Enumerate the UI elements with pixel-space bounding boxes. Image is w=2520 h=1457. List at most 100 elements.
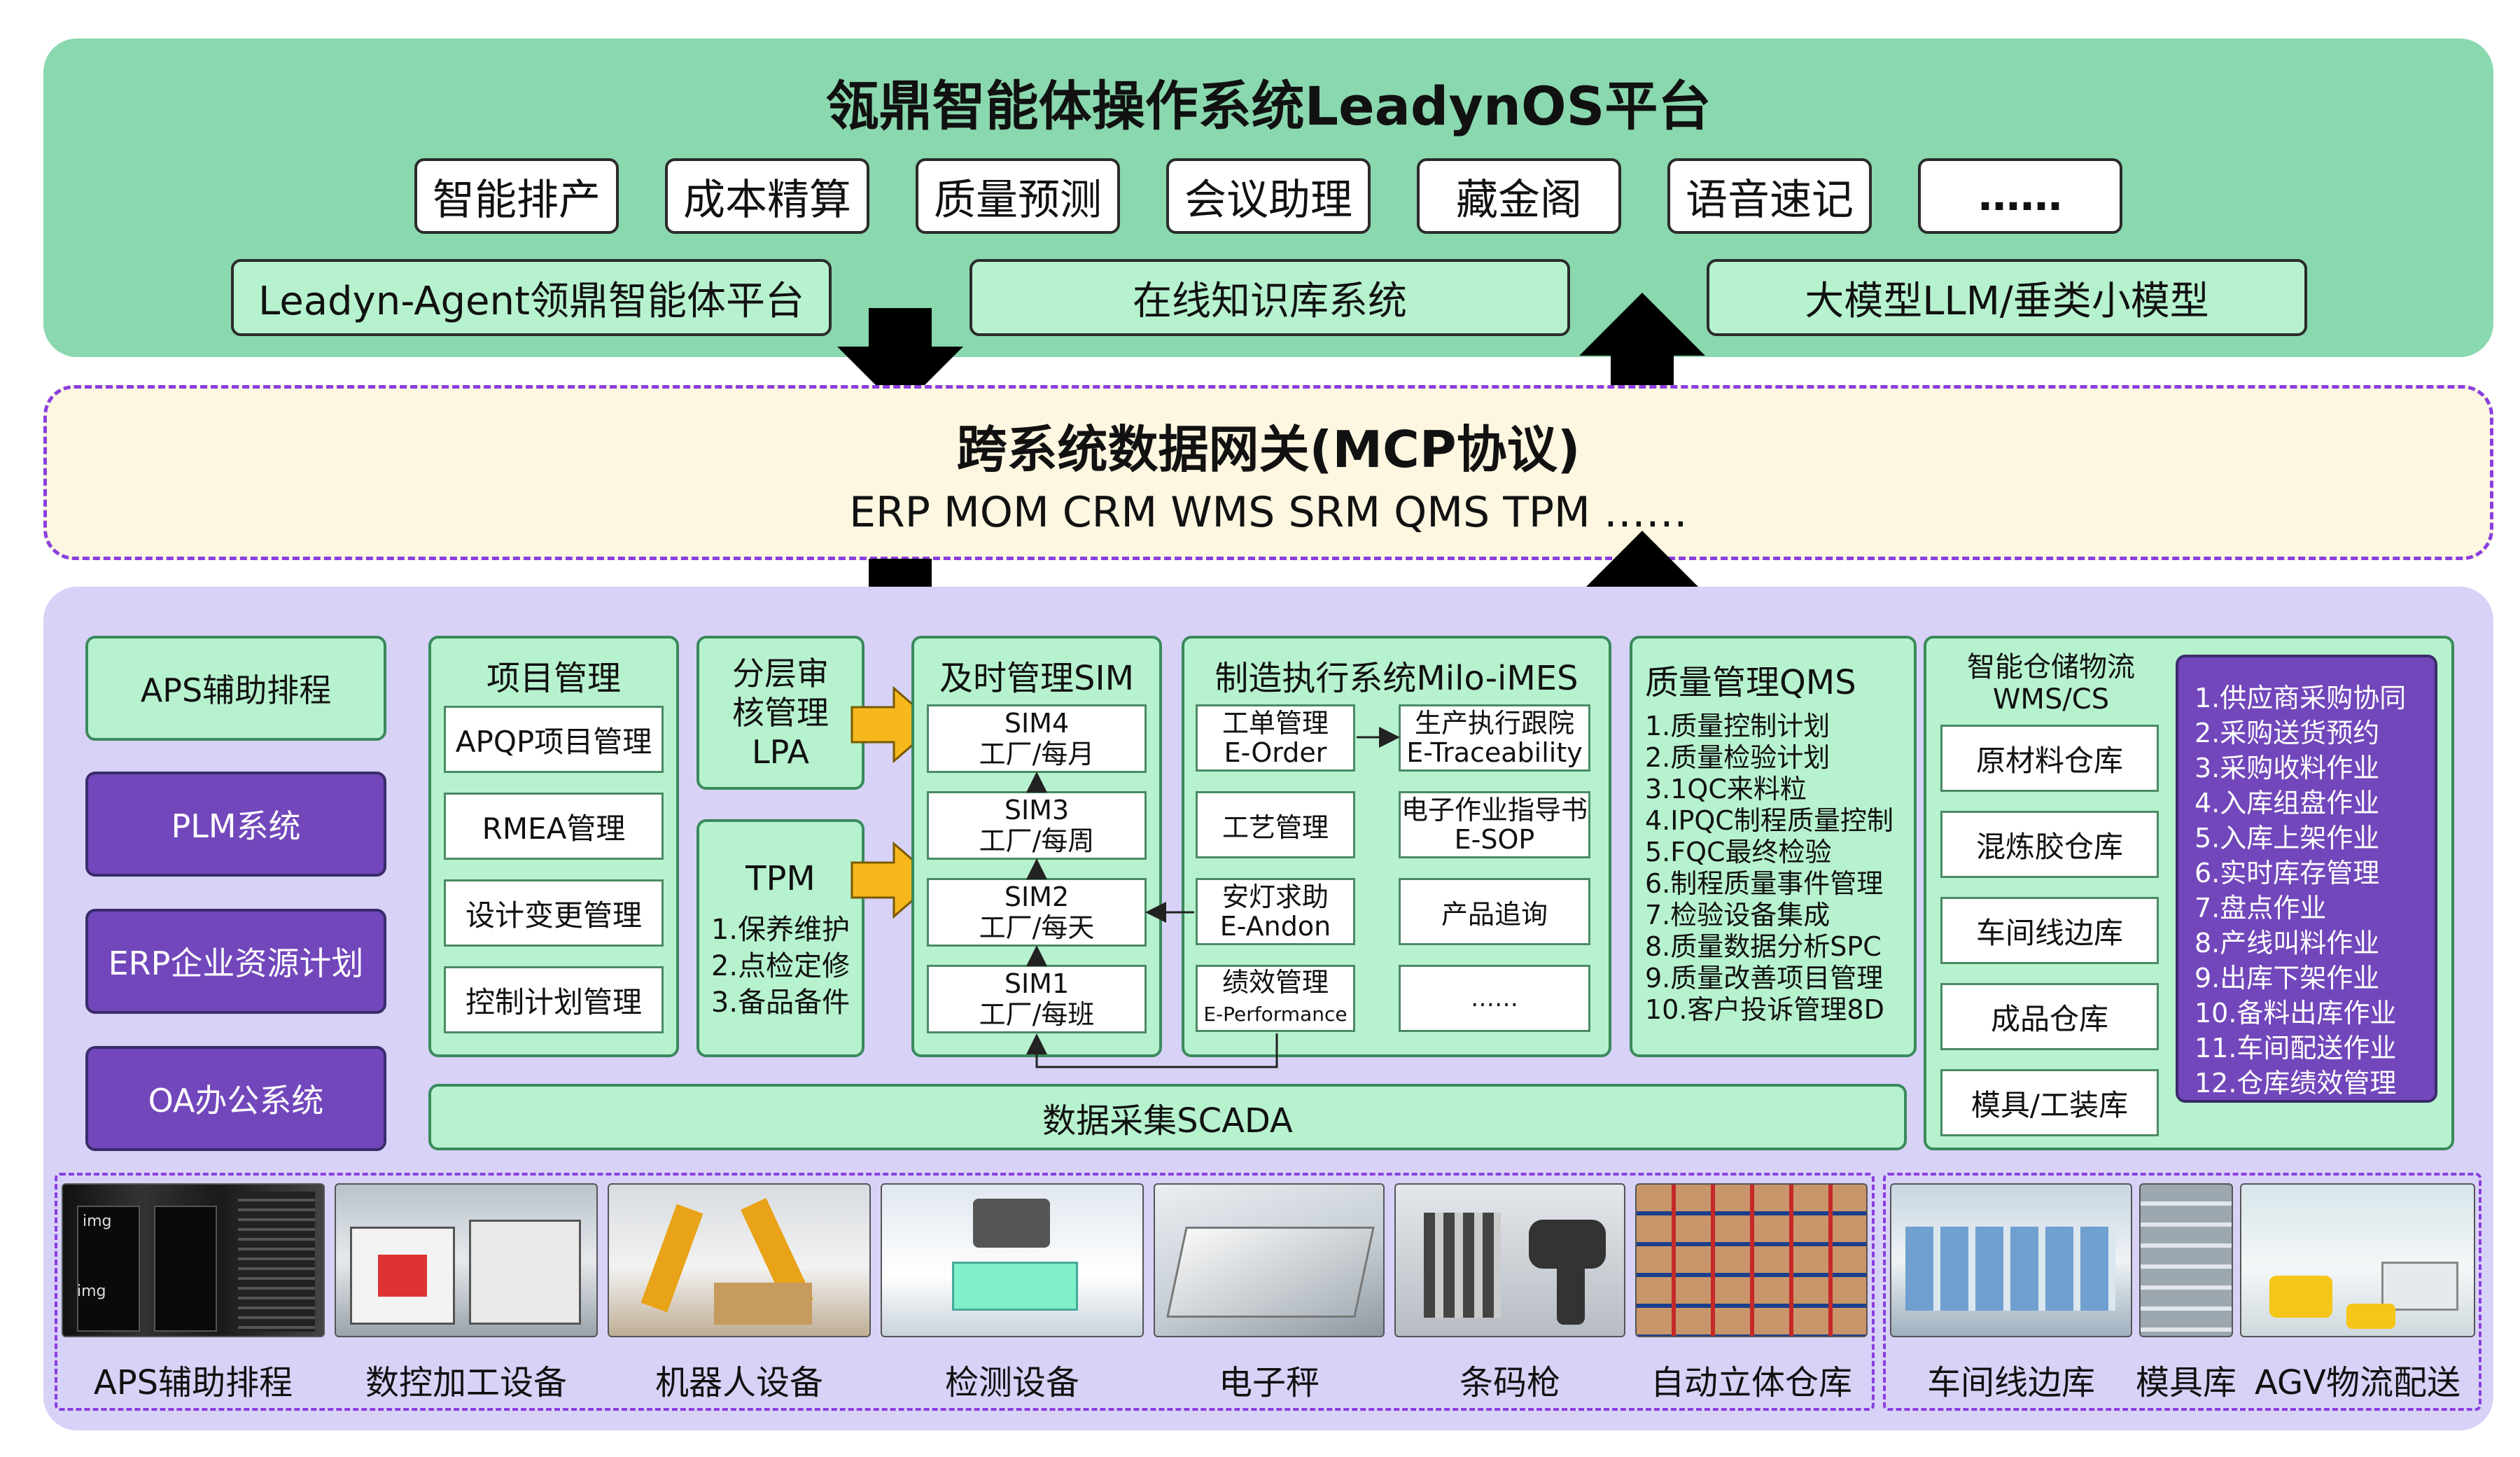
electronic-scale-image [1154, 1183, 1385, 1337]
automated-warehouse-image [1635, 1183, 1868, 1337]
sim1-cell[interactable]: SIM1 工厂/每班 [927, 965, 1147, 1033]
lpa-box[interactable]: 分层审核管理LPA [696, 636, 864, 790]
gateway-systems: ERP MOM CRM WMS SRM QMS TPM …… [849, 488, 1688, 537]
oa-system[interactable]: OA办公系统 [85, 1046, 386, 1151]
gateway-title: 跨系统数据网关(MCP协议) [956, 420, 1581, 479]
raw-material-warehouse[interactable]: 原材料仓库 [1940, 725, 2159, 792]
mes-cell-l1: 安灯求助 [1222, 881, 1329, 912]
mes-cell-l2: E-Traceability [1406, 737, 1583, 768]
mold-storage-image [2139, 1183, 2233, 1337]
design-change-item[interactable]: 设计变更管理 [444, 879, 664, 947]
aps-system[interactable]: APS辅助排程 [85, 636, 386, 741]
qms-item: 2.质量检验计划 [1645, 742, 1830, 773]
rack-logo: img [83, 1213, 112, 1230]
tpm-item: 2.点检定修 [710, 950, 850, 982]
e-order-cell[interactable]: 工单管理 E-Order [1196, 704, 1355, 772]
line-side-storage-image [1890, 1183, 2132, 1337]
e-sop-cell[interactable]: 电子作业指导书 E-SOP [1399, 791, 1590, 858]
leadyn-agent-platform[interactable]: Leadyn-Agent领鼎智能体平台 [231, 259, 832, 336]
rack-logo: img [77, 1283, 106, 1300]
qms-item: 10.客户投诉管理8D [1645, 994, 1884, 1025]
wms-op-item: 5.入库上架作业 [2194, 823, 2380, 853]
module-quality-prediction[interactable]: 质量预测 [916, 158, 1120, 234]
arrow-up-icon [1579, 293, 1705, 356]
platform-title: 瓴鼎智能体操作系统LeadynOS平台 [825, 75, 1712, 137]
mes-cell-l1: 产品追询 [1441, 898, 1548, 930]
qms-item: 9.质量改善项目管理 [1645, 963, 1884, 994]
mes-more-cell[interactable]: …… [1399, 965, 1590, 1032]
qms-item: 3.1QC来料粒 [1645, 774, 1807, 804]
lpa-title: 分层审核管理LPA [732, 655, 829, 771]
wms-op-item: 7.盘点作业 [2194, 893, 2327, 923]
module-cangjinge[interactable]: 藏金阁 [1417, 158, 1621, 234]
wms-title: 智能仓储物流 WMS/CS [1932, 650, 2170, 717]
module-voice-notes[interactable]: 语音速记 [1667, 158, 1872, 234]
tpm-item: 1.保养维护 [710, 914, 850, 946]
rubber-warehouse[interactable]: 混炼胶仓库 [1940, 811, 2159, 878]
sim-level-name: SIM3 [1004, 795, 1070, 825]
scada-bar[interactable]: 数据采集SCADA [428, 1084, 1907, 1150]
cnc-machine-image [335, 1183, 598, 1337]
llm-vertical-models[interactable]: 大模型LLM/垂类小模型 [1707, 259, 2307, 336]
online-knowledge-base[interactable]: 在线知识库系统 [969, 259, 1570, 336]
qms-item: 8.质量数据分析SPC [1645, 931, 1882, 962]
rmea-item[interactable]: RMEA管理 [444, 793, 664, 860]
equipment-caption: 机器人设备 [654, 1363, 823, 1402]
qms-title: 质量管理QMS [1645, 663, 1856, 702]
e-traceability-cell[interactable]: 生产执行跟院 E-Traceability [1399, 704, 1590, 772]
control-plan-item[interactable]: 控制计划管理 [444, 966, 664, 1033]
sim3-cell[interactable]: SIM3 工厂/每周 [927, 791, 1147, 860]
server-rack-image: img img [62, 1183, 325, 1337]
wms-op-item: 4.入库组盘作业 [2194, 788, 2380, 818]
mes-cell-l1: 生产执行跟院 [1414, 708, 1574, 739]
plm-system[interactable]: PLM系统 [85, 772, 386, 877]
module-cost-accounting[interactable]: 成本精算 [665, 158, 869, 234]
equipment-caption: 条码枪 [1459, 1363, 1560, 1402]
project-management-title: 项目管理 [486, 659, 621, 698]
tpm-box[interactable] [696, 819, 864, 1057]
tpm-title: TPM [746, 859, 816, 898]
module-meeting-assistant[interactable]: 会议助理 [1166, 158, 1371, 234]
mes-cell-l1: …… [1471, 984, 1518, 1012]
arrow-up-icon [1579, 531, 1705, 594]
mold-tooling-warehouse[interactable]: 模具/工装库 [1940, 1069, 2159, 1136]
sim4-cell[interactable]: SIM4 工厂/每月 [927, 704, 1147, 773]
mes-cell-l2: E-Performance [1203, 1003, 1348, 1026]
wms-title-line2: WMS/CS [1992, 683, 2110, 716]
line-side-warehouse[interactable]: 车间线边库 [1940, 897, 2159, 964]
qms-item: 4.IPQC制程质量控制 [1645, 805, 1893, 836]
product-trace-cell[interactable]: 产品追询 [1399, 878, 1590, 945]
e-andon-cell[interactable]: 安灯求助 E-Andon [1196, 878, 1355, 945]
wms-ops-list: 1.供应商采购协同 2.采购送货预约 3.采购收料作业 4.入库组盘作业 5.入… [2194, 681, 2432, 1101]
apqp-item[interactable]: APQP项目管理 [444, 706, 664, 773]
inspection-equipment-image [881, 1183, 1144, 1337]
equipment-caption: APS辅助排程 [93, 1363, 293, 1402]
sim-level-name: SIM2 [1004, 881, 1070, 912]
wms-op-item: 1.供应商采购协同 [2194, 683, 2407, 713]
wms-op-item: 6.实时库存管理 [2194, 858, 2380, 888]
e-performance-cell[interactable]: 绩效管理 E-Performance [1196, 965, 1355, 1032]
wms-op-item: 11.车间配送作业 [2194, 1033, 2397, 1064]
wms-title-line1: 智能仓储物流 [1967, 651, 2135, 683]
module-more[interactable]: …… [1918, 158, 2122, 234]
module-smart-scheduling[interactable]: 智能排产 [414, 158, 619, 234]
tpm-item: 3.备品备件 [710, 987, 850, 1019]
wms-op-item: 10.备料出库作业 [2194, 998, 2397, 1029]
qms-item: 1.质量控制计划 [1645, 711, 1830, 741]
sim-level-name: SIM1 [1004, 968, 1070, 999]
equipment-group-right [1883, 1173, 2482, 1411]
qms-item: 6.制程质量事件管理 [1645, 868, 1884, 899]
mes-cell-l2: E-SOP [1454, 824, 1535, 855]
sim-level-freq: 工厂/每天 [979, 912, 1095, 943]
process-management-cell[interactable]: 工艺管理 [1196, 791, 1355, 858]
equipment-caption: 电子秤 [1218, 1363, 1320, 1402]
erp-system[interactable]: ERP企业资源计划 [85, 909, 386, 1014]
wms-operations-box [2176, 655, 2437, 1103]
wms-op-item: 9.出库下架作业 [2194, 963, 2380, 994]
equipment-caption: 数控加工设备 [365, 1363, 567, 1402]
mes-title: 制造执行系统Milo-iMES [1214, 659, 1578, 698]
mes-cell-l2: E-Andon [1219, 911, 1331, 942]
qms-item: 7.检验设备集成 [1645, 900, 1830, 930]
equipment-caption: 模具库 [2135, 1363, 2236, 1402]
finished-goods-warehouse[interactable]: 成品仓库 [1940, 983, 2159, 1050]
